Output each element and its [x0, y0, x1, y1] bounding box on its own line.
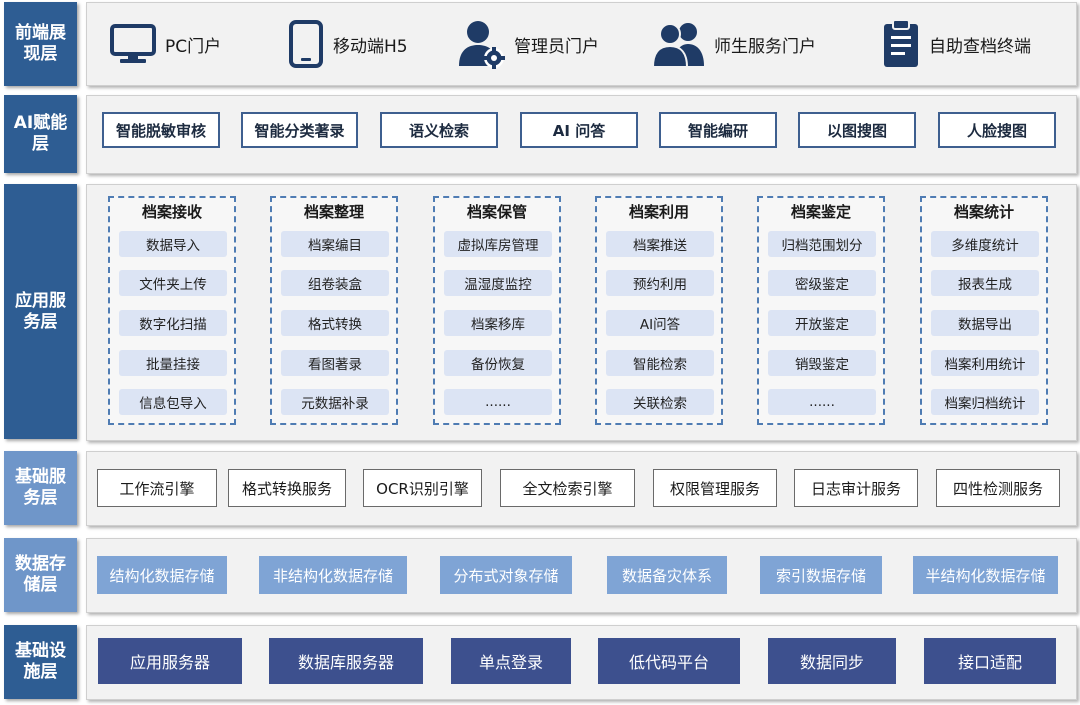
infra-item[interactable]: 低代码平台: [598, 638, 740, 684]
frontend-item-pc[interactable]: PC门户: [109, 3, 221, 85]
module-title: 档案接收: [141, 203, 202, 221]
ai-item[interactable]: AI 问答: [520, 112, 638, 148]
frontend-item-mobile[interactable]: 移动端H5: [287, 3, 408, 85]
module-item[interactable]: 关联检索: [606, 389, 714, 415]
module-archive-receive: 档案接收 数据导入 文件夹上传 数字化扫描 批量挂接 信息包导入: [108, 196, 236, 425]
module-item[interactable]: 档案推送: [606, 231, 714, 257]
frontend-item-admin[interactable]: 管理员门户: [458, 3, 599, 85]
module-item[interactable]: 数据导入: [119, 231, 227, 257]
ai-item[interactable]: 智能分类著录: [241, 112, 358, 148]
module-item[interactable]: 元数据补录: [281, 389, 389, 415]
base-service-item[interactable]: 日志审计服务: [794, 469, 918, 507]
module-title: 档案整理: [303, 203, 364, 221]
layer-label-infra: 基础设施层: [4, 625, 77, 699]
module-item[interactable]: 预约利用: [606, 270, 714, 296]
infra-item[interactable]: 接口适配: [924, 638, 1056, 684]
frontend-panel: PC门户 移动端H5 管理员门户 师生服务门户: [86, 2, 1077, 86]
module-item[interactable]: ......: [444, 389, 552, 415]
clipboard-icon: [884, 19, 918, 67]
base-service-item[interactable]: 四性检测服务: [936, 469, 1060, 507]
ai-item[interactable]: 语义检索: [380, 112, 498, 148]
layer-label-ai: AI赋能层: [4, 95, 77, 173]
module-archive-appraisal: 档案鉴定 归档范围划分 密级鉴定 开放鉴定 销毁鉴定 ......: [757, 196, 885, 425]
monitor-icon: [110, 24, 156, 63]
module-title: 档案利用: [628, 203, 689, 221]
module-item[interactable]: 批量挂接: [119, 350, 227, 376]
ai-item[interactable]: 智能编研: [659, 112, 777, 148]
module-item[interactable]: 档案移库: [444, 310, 552, 336]
module-archive-use: 档案利用 档案推送 预约利用 AI问答 智能检索 关联检索: [595, 196, 723, 425]
base-service-item[interactable]: OCR识别引擎: [363, 469, 482, 507]
module-item[interactable]: 数据导出: [931, 310, 1039, 336]
module-archive-statistics: 档案统计 多维度统计 报表生成 数据导出 档案利用统计 档案归档统计: [920, 196, 1048, 425]
storage-item[interactable]: 数据备灾体系: [607, 556, 727, 594]
layer-label-frontend: 前端展现层: [4, 2, 77, 86]
module-item[interactable]: 智能检索: [606, 350, 714, 376]
module-item[interactable]: 温湿度监控: [444, 270, 552, 296]
module-item[interactable]: AI问答: [606, 310, 714, 336]
module-title: 档案鉴定: [790, 203, 851, 221]
storage-item[interactable]: 半结构化数据存储: [913, 556, 1058, 594]
ai-panel: 智能脱敏审核 智能分类著录 语义检索 AI 问答 智能编研 以图搜图 人脸搜图: [86, 95, 1077, 174]
infra-panel: 应用服务器 数据库服务器 单点登录 低代码平台 数据同步 接口适配: [86, 625, 1077, 700]
module-title: 档案保管: [466, 203, 527, 221]
module-item[interactable]: 档案编目: [281, 231, 389, 257]
module-item[interactable]: ......: [768, 389, 876, 415]
base-service-panel: 工作流引擎 格式转换服务 OCR识别引擎 全文检索引擎 权限管理服务 日志审计服…: [86, 451, 1077, 526]
infra-item[interactable]: 数据库服务器: [269, 638, 423, 684]
storage-item[interactable]: 结构化数据存储: [97, 556, 227, 594]
module-item[interactable]: 归档范围划分: [768, 231, 876, 257]
module-item[interactable]: 档案利用统计: [931, 350, 1039, 376]
infra-item[interactable]: 单点登录: [451, 638, 571, 684]
storage-item[interactable]: 非结构化数据存储: [259, 556, 407, 594]
module-archive-storage: 档案保管 虚拟库房管理 温湿度监控 档案移库 备份恢复 ......: [433, 196, 561, 425]
ai-item[interactable]: 以图搜图: [798, 112, 916, 148]
module-archive-organize: 档案整理 档案编目 组卷装盒 格式转换 看图著录 元数据补录: [270, 196, 398, 425]
infra-item[interactable]: 数据同步: [768, 638, 896, 684]
frontend-item-self-service[interactable]: 自助查档终端: [881, 3, 1031, 85]
module-item[interactable]: 多维度统计: [931, 231, 1039, 257]
ai-item[interactable]: 智能脱敏审核: [102, 112, 220, 148]
ai-item[interactable]: 人脸搜图: [938, 112, 1056, 148]
storage-item[interactable]: 分布式对象存储: [440, 556, 572, 594]
module-item[interactable]: 组卷装盒: [281, 270, 389, 296]
module-item[interactable]: 文件夹上传: [119, 270, 227, 296]
module-item[interactable]: 报表生成: [931, 270, 1039, 296]
base-service-item[interactable]: 全文检索引擎: [500, 469, 635, 507]
admin-gear-user-icon: [459, 21, 505, 69]
layer-label-application: 应用服务层: [4, 184, 77, 439]
module-item[interactable]: 格式转换: [281, 310, 389, 336]
module-item[interactable]: 销毁鉴定: [768, 350, 876, 376]
module-item[interactable]: 备份恢复: [444, 350, 552, 376]
layer-label-base-service: 基础服务层: [4, 451, 77, 525]
storage-panel: 结构化数据存储 非结构化数据存储 分布式对象存储 数据备灾体系 索引数据存储 半…: [86, 538, 1077, 613]
base-service-item[interactable]: 格式转换服务: [228, 469, 346, 507]
module-item[interactable]: 虚拟库房管理: [444, 231, 552, 257]
users-icon: [652, 23, 704, 68]
module-item[interactable]: 档案归档统计: [931, 389, 1039, 415]
module-item[interactable]: 信息包导入: [119, 389, 227, 415]
module-item[interactable]: 看图著录: [281, 350, 389, 376]
module-title: 档案统计: [953, 203, 1014, 221]
frontend-item-teacher-student[interactable]: 师生服务门户: [652, 3, 816, 85]
module-item[interactable]: 开放鉴定: [768, 310, 876, 336]
application-panel: 档案接收 数据导入 文件夹上传 数字化扫描 批量挂接 信息包导入 档案整理 档案…: [86, 184, 1077, 441]
storage-item[interactable]: 索引数据存储: [760, 556, 882, 594]
mobile-phone-icon: [289, 20, 323, 68]
base-service-item[interactable]: 工作流引擎: [97, 469, 217, 507]
base-service-item[interactable]: 权限管理服务: [653, 469, 777, 507]
infra-item[interactable]: 应用服务器: [98, 638, 242, 684]
module-item[interactable]: 密级鉴定: [768, 270, 876, 296]
module-item[interactable]: 数字化扫描: [119, 310, 227, 336]
layer-label-storage: 数据存储层: [4, 538, 77, 612]
